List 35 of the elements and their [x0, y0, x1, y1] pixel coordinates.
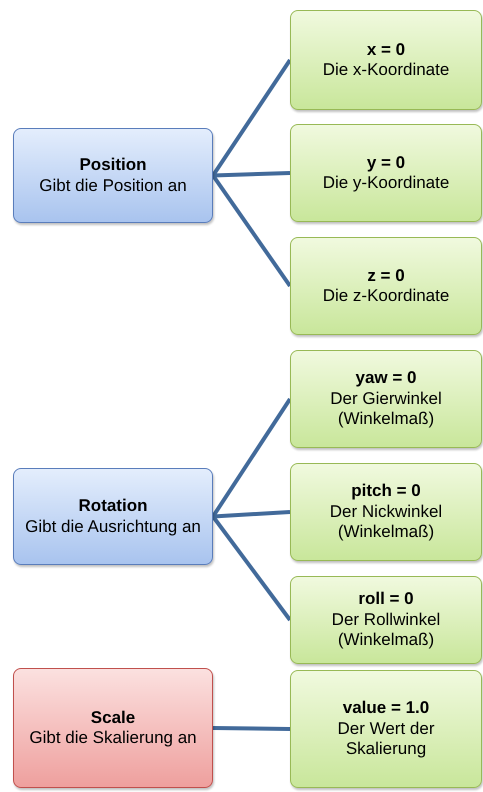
- box-heading: y = 0: [366, 152, 406, 173]
- box-heading: yaw = 0: [356, 368, 416, 389]
- property-box: [290, 350, 482, 448]
- connector-line: [212, 726, 290, 731]
- box-description: Gibt die Position an: [39, 176, 187, 196]
- box-description: Die x-Koordinate: [322, 60, 450, 80]
- box-description: Der Wert der Skalierung: [336, 718, 436, 760]
- box-heading: Scale: [90, 708, 136, 728]
- connector-line: [212, 510, 290, 518]
- box-description: Der Gierwinkel (Winkelmaß): [329, 388, 443, 430]
- connector-line: [211, 174, 292, 288]
- box-description: Der Nickwinkel (Winkelmaß): [328, 502, 444, 543]
- box-heading: Position: [79, 155, 147, 176]
- property-box: [290, 463, 482, 561]
- box-heading: Rotation: [78, 496, 148, 516]
- category-box: [13, 668, 213, 788]
- box-description: Gibt die Skalierung an: [29, 728, 197, 748]
- property-box: [290, 576, 482, 664]
- box-heading: value = 1.0: [342, 698, 430, 719]
- property-box: [290, 124, 482, 222]
- property-box: [290, 10, 482, 110]
- connector-line: [211, 515, 292, 622]
- box-heading: x = 0: [366, 40, 406, 60]
- box-heading: z = 0: [367, 266, 405, 286]
- box-heading: roll = 0: [358, 589, 414, 610]
- box-description: Gibt die Ausrichtung an: [25, 516, 201, 537]
- box-description: Die y-Koordinate: [322, 173, 450, 194]
- box-description: Der Rollwinkel (Winkelmaß): [330, 610, 442, 651]
- property-box: [290, 237, 482, 335]
- box-description: Die z-Koordinate: [322, 286, 450, 306]
- category-box: [13, 468, 213, 565]
- connector-line: [212, 171, 290, 178]
- category-box: [13, 128, 213, 223]
- box-heading: pitch = 0: [351, 481, 421, 502]
- property-box: [290, 670, 482, 788]
